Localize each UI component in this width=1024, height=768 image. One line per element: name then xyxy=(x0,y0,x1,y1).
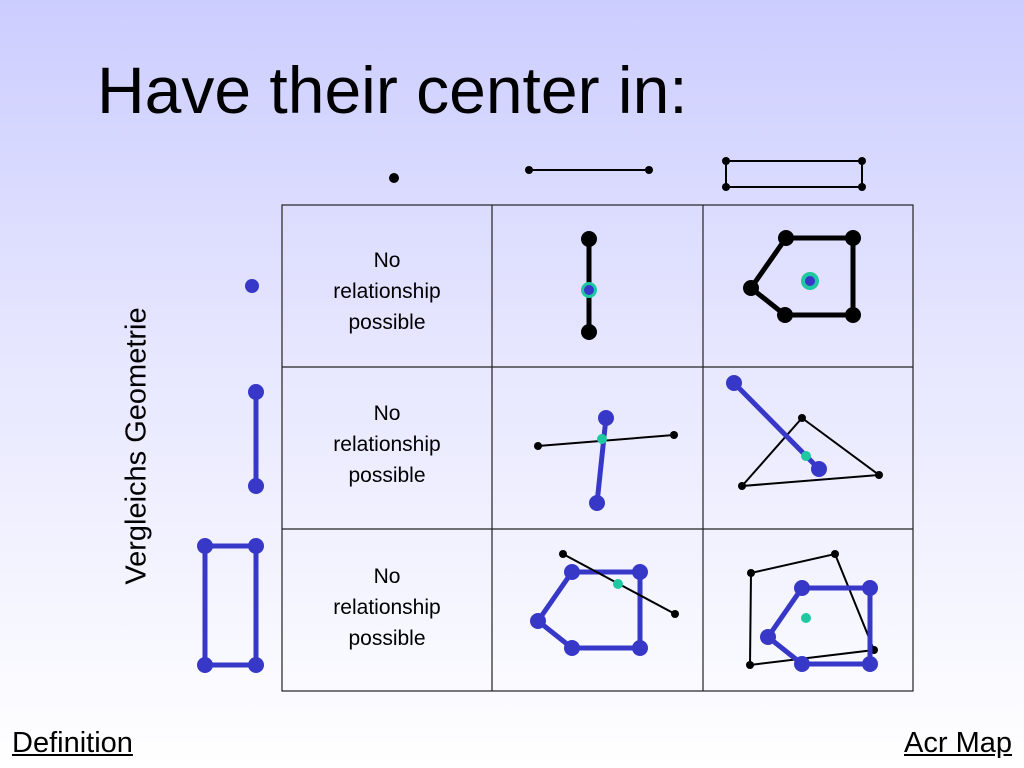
cell-point-in-line xyxy=(581,231,597,340)
row-axis-label: Vergleichs Geometrie xyxy=(120,307,153,585)
no-relationship-line-3: possible xyxy=(348,311,426,334)
no-relationship-line-2: relationship xyxy=(333,433,441,456)
column-header-polygon-icon xyxy=(722,157,866,191)
cell-line-in-line xyxy=(534,410,678,511)
no-relationship-line-1: No xyxy=(373,565,401,588)
definition-link[interactable]: Definition xyxy=(12,727,133,759)
acr-map-link[interactable]: Acr Map xyxy=(904,727,1012,759)
no-relationship-line-3: possible xyxy=(348,464,426,487)
page-title: Have their center in: xyxy=(97,53,688,127)
row-header-polygon-icon xyxy=(197,538,264,673)
cell-point-row-no-relationship: No relationship possible xyxy=(287,245,487,338)
cell-line-in-polygon xyxy=(726,375,883,490)
row-header-point-icon xyxy=(245,279,259,293)
no-relationship-line-2: relationship xyxy=(333,280,441,303)
matrix-grid xyxy=(281,204,914,692)
no-relationship-line-1: No xyxy=(373,249,401,272)
no-relationship-line-3: possible xyxy=(348,627,426,650)
no-relationship-line-1: No xyxy=(373,402,401,425)
cell-polygon-row-no-relationship: No relationship possible xyxy=(287,561,487,654)
cell-polygon-in-polygon xyxy=(746,550,878,672)
cell-line-row-no-relationship: No relationship possible xyxy=(287,398,487,491)
cell-polygon-in-line xyxy=(530,550,679,656)
no-relationship-line-2: relationship xyxy=(333,596,441,619)
cell-point-in-polygon xyxy=(743,230,861,323)
column-header-point-icon xyxy=(389,173,399,183)
row-header-line-icon xyxy=(248,384,264,494)
column-header-line-icon xyxy=(525,166,653,174)
